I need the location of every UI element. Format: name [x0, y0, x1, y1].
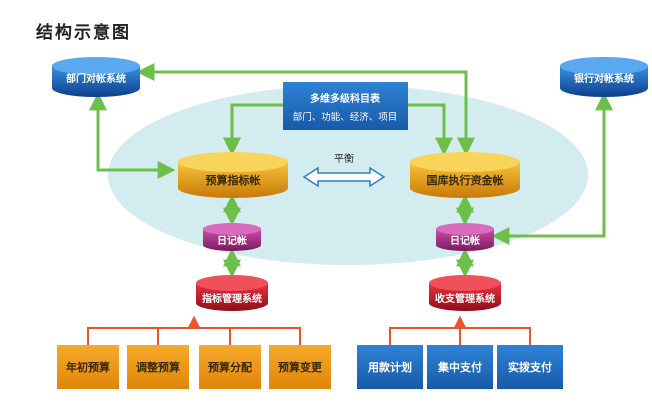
revenue-mgmt-label: 收支管理系统 — [435, 292, 495, 305]
index-mgmt-cylinder: 指标管理系统 — [196, 275, 268, 311]
arrow-subject-treasury — [408, 103, 453, 156]
budget-index-label: 预算指标帐 — [206, 173, 261, 187]
dept-recon-label: 部门对帐系统 — [66, 72, 126, 85]
adjust-budget-box: 调整预算 — [127, 345, 189, 389]
annual-budget-label: 年初预算 — [66, 360, 110, 374]
arrow-dept-treasury — [136, 63, 475, 156]
revenue-mgmt-cylinder: 收支管理系统 — [429, 275, 501, 311]
treasury-funds-label: 国库执行资金帐 — [427, 173, 504, 187]
index-mgmt-label: 指标管理系统 — [202, 292, 262, 305]
bank-recon-label: 银行对帐系统 — [574, 72, 634, 85]
budget-alloc-box: 预算分配 — [199, 345, 261, 389]
annual-budget-box: 年初预算 — [57, 345, 119, 389]
allot-pay-box: 实拨支付 — [497, 345, 563, 389]
budget-change-box: 预算变更 — [269, 345, 331, 389]
budget-index-cylinder: 预算指标帐 — [178, 152, 288, 198]
journal-left-cylinder: 日记帐 — [203, 223, 261, 251]
balance-arrow — [302, 166, 386, 188]
subject-table-title: 多维多级科目表 — [310, 92, 381, 105]
subject-table-box: 多维多级科目表 部门、功能、经济、项目 — [283, 82, 408, 130]
dept-recon-cylinder: 部门对帐系统 — [52, 57, 140, 97]
central-pay-label: 集中支付 — [437, 360, 482, 374]
arrow-bank-journal — [491, 92, 613, 245]
green-connectors — [89, 63, 613, 278]
journal-right-label: 日记帐 — [450, 234, 480, 247]
bank-recon-cylinder: 银行对帐系统 — [560, 57, 648, 97]
journal-left-label: 日记帐 — [217, 234, 247, 247]
budget-change-label: 预算变更 — [278, 360, 323, 374]
subject-table-subtitle: 部门、功能、经济、项目 — [293, 111, 398, 123]
journal-right-cylinder: 日记帐 — [436, 223, 494, 251]
treasury-funds-cylinder: 国库执行资金帐 — [410, 152, 520, 198]
central-pay-box: 集中支付 — [427, 345, 493, 389]
budget-alloc-label: 预算分配 — [208, 360, 252, 374]
payment-plan-label: 用款计划 — [368, 360, 412, 374]
red-connectors — [87, 315, 531, 345]
page-title: 结构示意图 — [36, 23, 131, 43]
adjust-budget-label: 调整预算 — [136, 360, 180, 374]
allot-pay-label: 实拨支付 — [508, 360, 552, 374]
payment-plan-box: 用款计划 — [357, 345, 423, 389]
arrow-dept-budget — [89, 92, 176, 179]
balance-label: 平衡 — [334, 153, 354, 165]
arrow-subject-budget — [223, 103, 283, 156]
